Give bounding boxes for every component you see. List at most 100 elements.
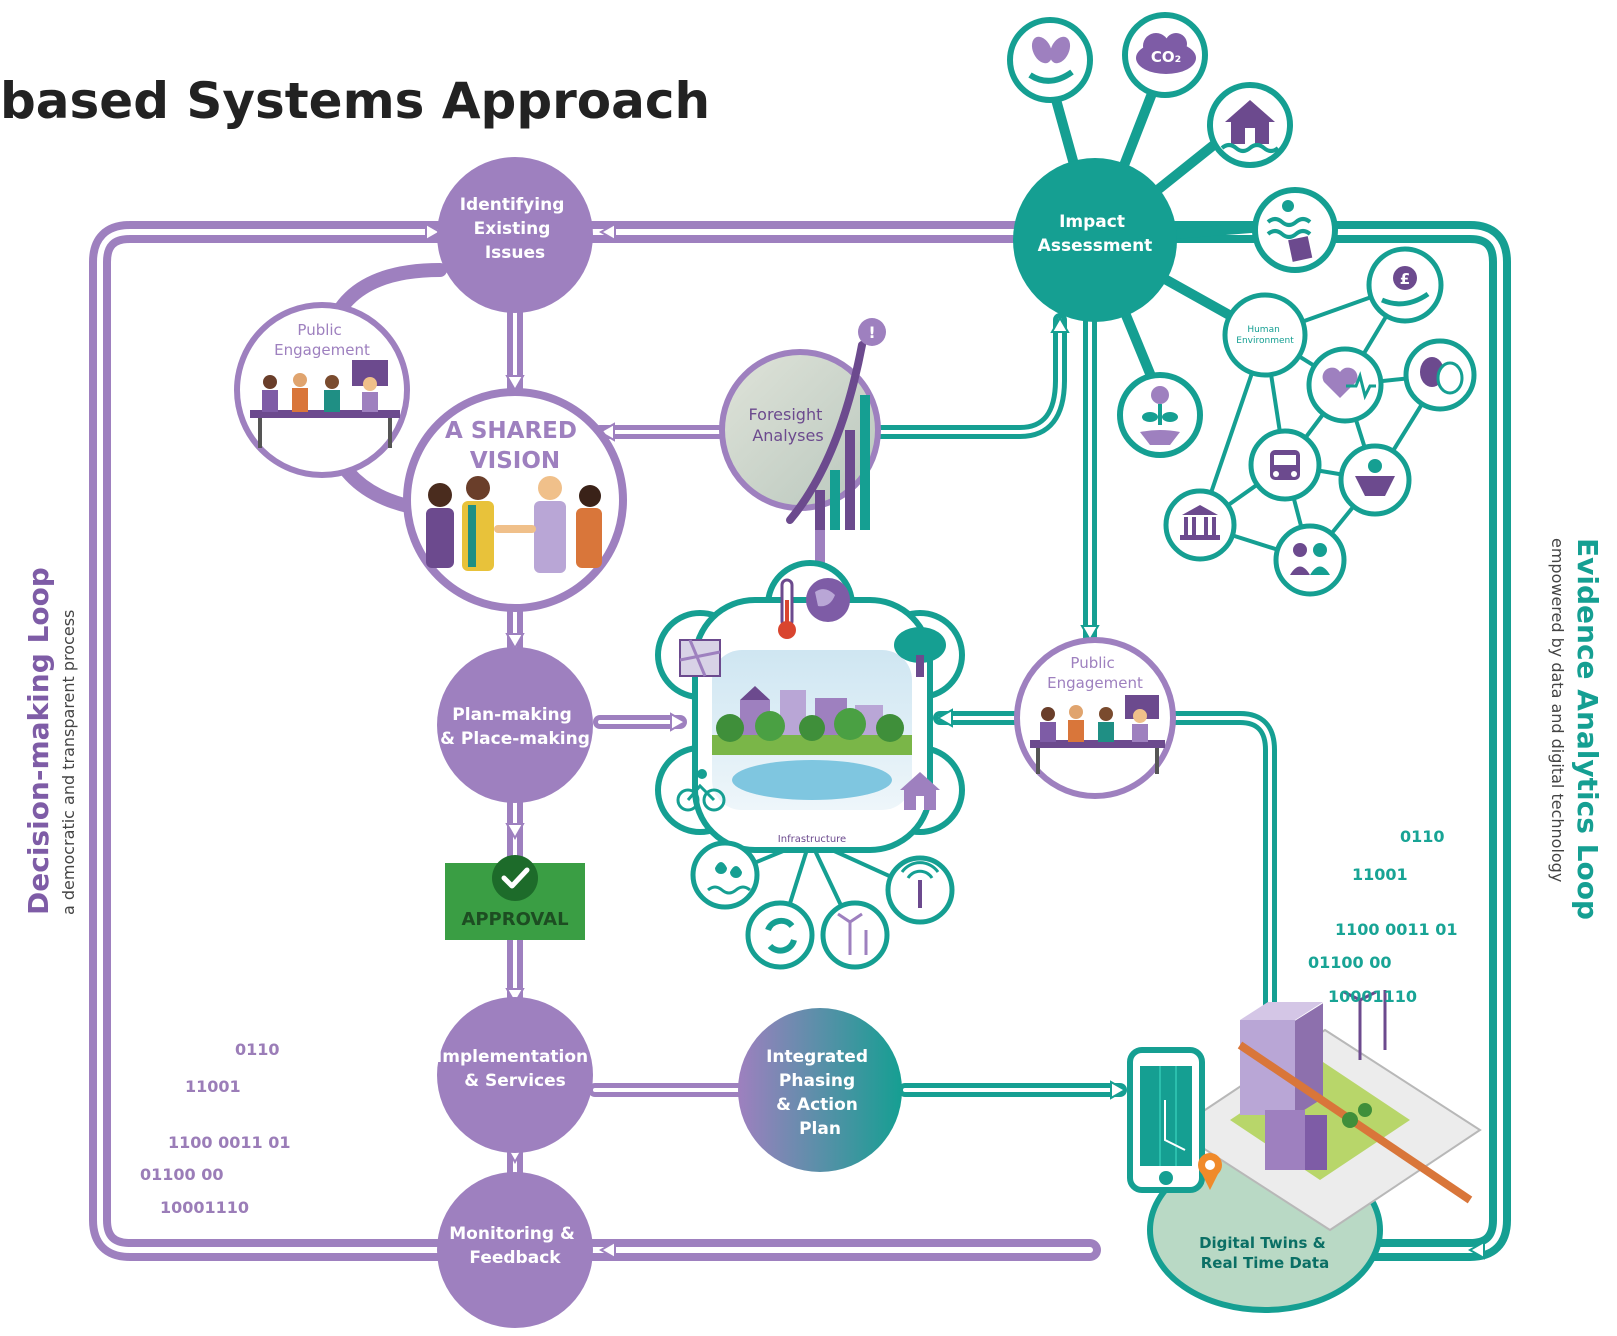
foresight-line-1: Foresight (749, 405, 823, 424)
node-public-engagement-left: Public Engagement (234, 302, 410, 478)
monitoring-line-1: Monitoring & (449, 1224, 575, 1244)
implementation-line-1: Implementation (436, 1047, 588, 1067)
digital-twins-line-2: Real Time Data (1201, 1254, 1329, 1272)
water-drops-icon (707, 862, 751, 895)
infrastructure-label: Infrastructure (778, 834, 846, 845)
evidence-loop-title: Evidence Analytics Loop (1571, 538, 1604, 920)
meeting-people-icon (1030, 695, 1165, 774)
exclamation-icon: ! (868, 323, 875, 342)
identifying-line-2: Existing (474, 219, 551, 239)
svg-text:Impact Assessment: Impact Assessment (1038, 212, 1153, 256)
heritage-building-icon (900, 772, 940, 810)
money-in-hand-icon: £ (1381, 266, 1430, 307)
civic-building-icon (1180, 505, 1220, 540)
svg-text:CO₂: CO₂ (1151, 48, 1181, 66)
foresight-line-2: Analyses (752, 426, 823, 445)
growth-chart-icon: ! (786, 318, 886, 530)
map-icon (679, 639, 721, 677)
digital-twins-line-1: Digital Twins & (1199, 1234, 1326, 1252)
binary-left-3: 1100 0011 01 (168, 1133, 290, 1152)
monitoring-line-2: Feedback (469, 1248, 561, 1268)
public-engagement-right-line-1: Public (1070, 654, 1114, 672)
shared-vision-line-2: VISION (470, 448, 560, 474)
svg-text:Human Environment: Human Environment (1236, 325, 1294, 346)
implementation-line-2: & Services (464, 1071, 566, 1091)
approval-badge: APPROVAL (445, 855, 585, 940)
bus-icon (1270, 450, 1300, 480)
thermometer-icon (778, 578, 796, 639)
svg-text:Digital Twins & Real Tim: Digital Twins & Real Time Data (1199, 1234, 1331, 1272)
node-infrastructure: Infrastructure (655, 560, 965, 970)
co2-cloud-icon: CO₂ (1136, 33, 1196, 74)
binary-left-2: 11001 (185, 1077, 241, 1096)
node-digital-twins: Digital Twins & Real Time Data (1127, 990, 1482, 1313)
tree-icon (894, 627, 946, 677)
decision-loop-label: Decision-making Loop a democratic and tr… (22, 567, 78, 915)
plan-making-line-2: & Place-making (440, 729, 590, 749)
city-model-icon (1173, 990, 1482, 1232)
identifying-line-1: Identifying (460, 195, 565, 215)
svg-text:Plan-making & Place-maki: Plan-making & Place-making (440, 705, 590, 749)
node-identifying-issues: Identifying Existing Issues (437, 157, 593, 313)
svg-text:Public Engagement: Public Engagement (1047, 654, 1143, 692)
evidence-loop-label: Evidence Analytics Loop empowered by dat… (1548, 538, 1604, 920)
binary-left-4: 01100 00 (140, 1165, 224, 1184)
checkmark-icon (501, 867, 530, 889)
binary-left-5: 10001110 (160, 1198, 249, 1217)
impact-line-1: Impact (1059, 212, 1125, 232)
plant-in-hand-icon (1028, 36, 1074, 84)
decision-loop-tube (89, 221, 1101, 1261)
svg-text:Monitoring & Feedback: Monitoring & Feedback (449, 1224, 580, 1268)
public-engagement-left-line-2: Engagement (274, 341, 370, 359)
decision-loop-title: Decision-making Loop (22, 567, 55, 915)
approval-label: APPROVAL (461, 909, 568, 930)
node-foresight-analyses: Foresight Analyses ! (719, 318, 886, 530)
binary-right-1: 0110 (1400, 827, 1445, 846)
plan-making-line-1: Plan-making (452, 705, 572, 725)
smartphone-map-icon (1127, 1047, 1222, 1193)
human-environment-line-2: Environment (1236, 336, 1294, 346)
impact-icon-ring: CO₂ Impact Assessment (1007, 12, 1338, 458)
svg-text:A SHARED VISION: A SHARED VISION (445, 418, 585, 474)
globe-icon (806, 578, 850, 622)
node-shared-vision: A SHARED VISION (403, 388, 627, 612)
town-scene-icon (712, 686, 912, 800)
integrated-line-2: Phasing (779, 1071, 855, 1091)
rising-sea-icon (1266, 200, 1313, 262)
identifying-line-3: Issues (485, 243, 545, 263)
flooded-house-icon (1220, 100, 1280, 153)
human-environment-line-1: Human (1247, 325, 1279, 335)
binary-left-1: 0110 (235, 1040, 280, 1059)
node-plan-making: Plan-making & Place-making (437, 647, 593, 803)
diagram-title: based Systems Approach (0, 72, 710, 130)
people-handshake-icon (426, 476, 602, 573)
integrated-line-3: & Action (776, 1095, 858, 1115)
svg-text:Public Engagement: Public Engagement (274, 321, 370, 359)
binary-right-5: 10001110 (1328, 987, 1417, 1006)
wind-turbines-icon (837, 912, 868, 955)
integrated-line-1: Integrated (766, 1047, 868, 1067)
heart-pulse-icon (1322, 367, 1376, 401)
human-environment-network: Human Environment £ (1163, 246, 1477, 597)
binary-right-4: 01100 00 (1308, 953, 1392, 972)
node-public-engagement-right: Public Engagement (1014, 637, 1176, 799)
recycling-icon (765, 917, 797, 954)
binary-stream-right: 0110 11001 1100 0011 01 01100 00 1000111… (1308, 827, 1457, 1006)
plant-roots-icon (1140, 386, 1180, 445)
impact-line-2: Assessment (1038, 236, 1153, 256)
bicycle-icon (676, 769, 726, 812)
evidence-loop-subtitle: empowered by data and digital technology (1548, 538, 1567, 882)
integrated-line-4: Plan (799, 1119, 841, 1139)
svg-text:Implementation & Service: Implementation & Services (436, 1047, 594, 1091)
community-people-icon (1290, 543, 1330, 575)
meeting-people-icon (250, 360, 400, 448)
binary-stream-left: 0110 11001 1100 0011 01 01100 00 1000111… (140, 1040, 290, 1217)
public-engagement-right-line-2: Engagement (1047, 674, 1143, 692)
binary-right-2: 11001 (1352, 865, 1408, 884)
wellbeing-person-icon (1355, 459, 1395, 496)
svg-text:Integrated Phasing: Integrated Phasing & Action Plan (766, 1047, 874, 1139)
flow-arrows-teal (935, 315, 1485, 1260)
mobile-mast-icon (900, 861, 940, 908)
